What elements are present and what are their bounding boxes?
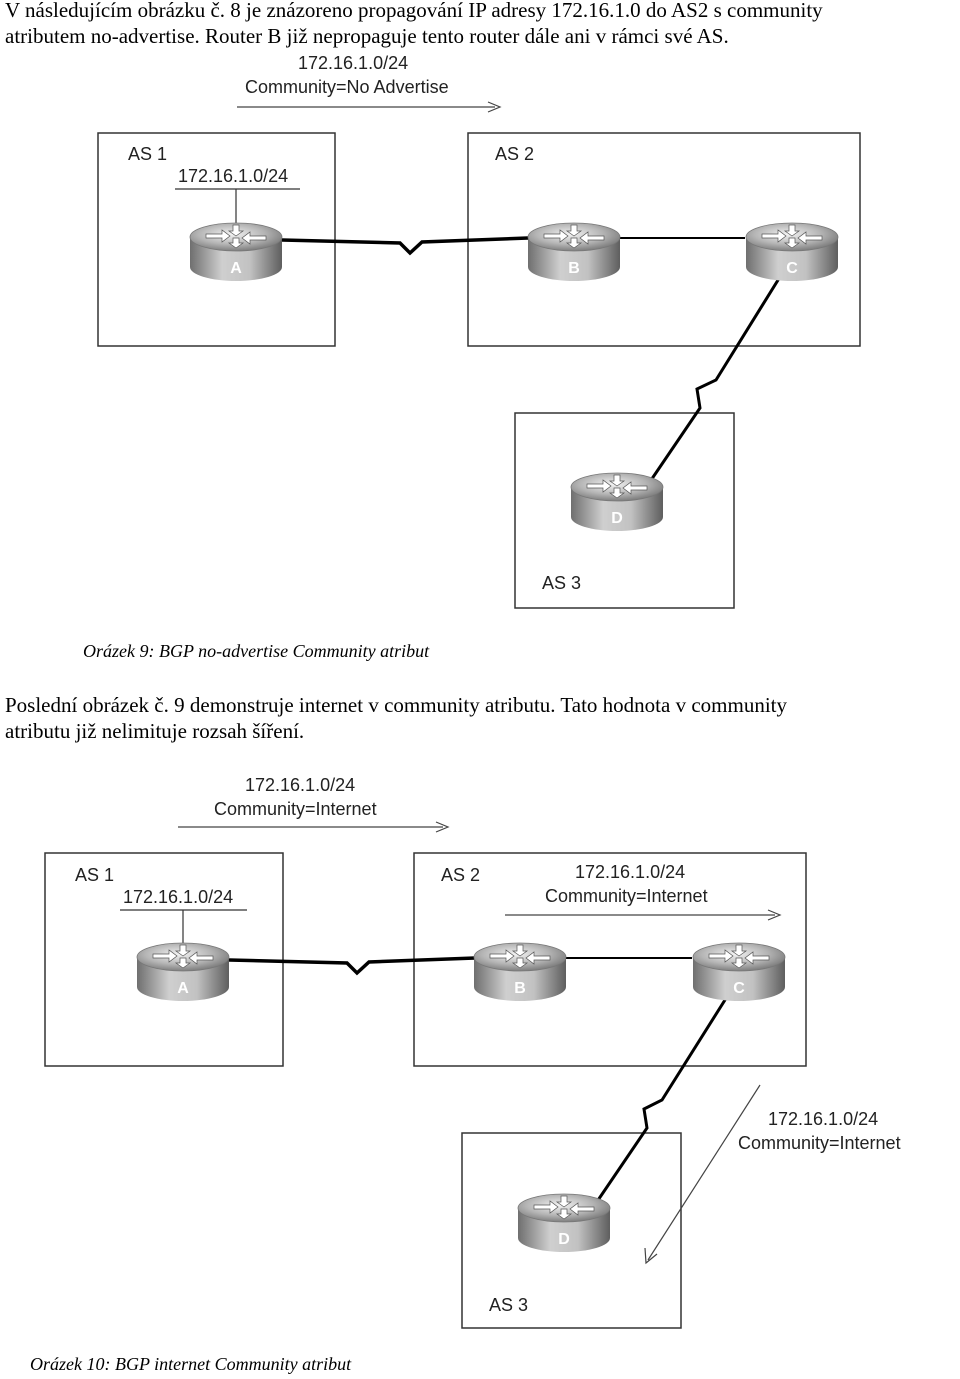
- fig9-as1-label: AS 1: [128, 144, 167, 164]
- intro-line-1: V následujícím obrázku č. 8 je znázoreno…: [5, 0, 823, 22]
- fig10-d-arrow: [647, 1084, 761, 1261]
- fig9-router-c: C: [745, 222, 839, 282]
- fig9-as1-box: [97, 132, 336, 347]
- fig10-router-a-label: A: [177, 980, 189, 997]
- mid-line-2: atributu již nelimituje rozsah šíření.: [5, 719, 305, 743]
- figure-10-diagram: 172.16.1.0/24 Community=Internet AS 1 17…: [44, 775, 901, 1329]
- fig10-link-c-d: [590, 991, 732, 1210]
- figure-9-diagram: 172.16.1.0/24 Community=No Advertise AS …: [97, 53, 861, 609]
- mid-line-1: Poslední obrázek č. 9 demonstruje intern…: [5, 693, 787, 717]
- fig9-router-b: B: [527, 222, 621, 282]
- fig9-router-a-label: A: [230, 260, 242, 277]
- fig10-as3-label: AS 3: [489, 1295, 528, 1315]
- fig10-as1-label: AS 1: [75, 865, 114, 885]
- fig10-d-prefix-label: 172.16.1.0/24: [768, 1109, 878, 1129]
- intro-line-2: atributem no-advertise. Router B již nep…: [5, 24, 729, 48]
- fig10-as1-box: [44, 852, 284, 1067]
- fig9-router-a: A: [189, 222, 283, 282]
- fig9-router-d-label: D: [611, 510, 623, 527]
- fig10-as2-community-label: Community=Internet: [545, 886, 708, 906]
- fig9-top-prefix-label: 172.16.1.0/24: [298, 53, 408, 73]
- fig10-router-c: C: [692, 942, 786, 1002]
- fig9-as1-prefix: 172.16.1.0/24: [178, 166, 288, 186]
- figure-9-caption: Orázek 9: BGP no-advertise Community atr…: [83, 641, 430, 661]
- fig10-d-community-label: Community=Internet: [738, 1133, 901, 1153]
- fig9-link-c-d: [643, 271, 785, 490]
- fig10-top-prefix-label: 172.16.1.0/24: [245, 775, 355, 795]
- fig10-router-d: D: [517, 1193, 611, 1253]
- fig10-router-b-label: B: [514, 980, 526, 997]
- fig9-router-d: D: [570, 472, 664, 532]
- fig10-as2-label: AS 2: [441, 865, 480, 885]
- figure-10-caption: Orázek 10: BGP internet Community atribu…: [30, 1354, 352, 1374]
- fig10-router-b: B: [473, 942, 567, 1002]
- intro-paragraph: V následujícím obrázku č. 8 je znázoreno…: [5, 0, 955, 49]
- fig9-as2-label: AS 2: [495, 144, 534, 164]
- fig10-top-community-label: Community=Internet: [214, 799, 377, 819]
- fig10-as1-prefix: 172.16.1.0/24: [123, 887, 233, 907]
- fig10-router-c-label: C: [733, 980, 745, 997]
- fig9-as3-box: [514, 412, 735, 609]
- fig10-router-d-label: D: [558, 1231, 570, 1248]
- fig9-router-b-label: B: [568, 260, 580, 277]
- fig10-as2-prefix-label: 172.16.1.0/24: [575, 862, 685, 882]
- fig9-top-community-label: Community=No Advertise: [245, 77, 449, 97]
- fig9-router-c-label: C: [786, 260, 798, 277]
- fig10-router-a: A: [136, 942, 230, 1002]
- mid-paragraph: Poslední obrázek č. 9 demonstruje intern…: [5, 692, 955, 744]
- fig10-link-a-b: [228, 956, 476, 976]
- fig9-link-a-b: [281, 236, 529, 256]
- fig10-as3-box: [461, 1132, 682, 1329]
- fig9-as3-label: AS 3: [542, 573, 581, 593]
